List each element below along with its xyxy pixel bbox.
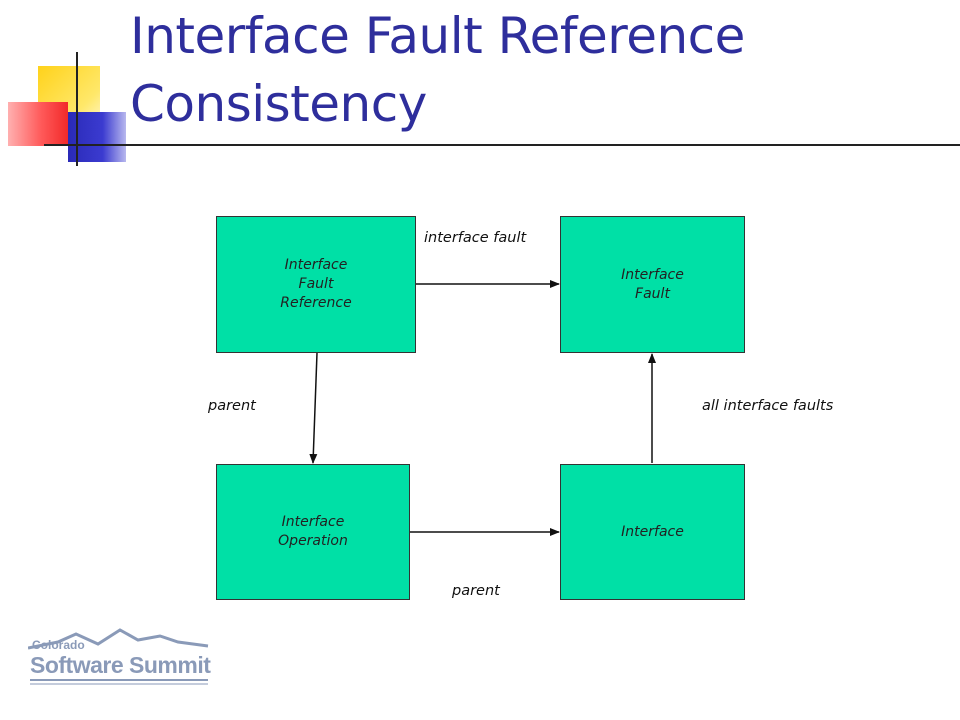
node-interface-operation: Interface Operation xyxy=(216,464,410,600)
edge-label-all-interface-faults: all interface faults xyxy=(702,398,834,414)
logo-colorado: Colorado xyxy=(32,638,85,652)
colorado-software-summit-logo: Colorado Software Summit xyxy=(28,628,212,690)
title-underline xyxy=(44,144,960,146)
decor-vertical-line xyxy=(76,52,78,166)
node-interface-fault: Interface Fault xyxy=(560,216,745,353)
edge-label-parent-left: parent xyxy=(208,398,256,414)
edge-parent-ifr-io xyxy=(309,352,318,464)
logo-software-summit: Software Summit xyxy=(30,652,211,678)
node-interface-fault-reference: Interface Fault Reference xyxy=(216,216,416,353)
node-interface: Interface xyxy=(560,464,745,600)
edge-label-parent-bottom: parent xyxy=(452,583,500,599)
slide-title: Interface Fault Reference Consistency xyxy=(130,7,745,133)
mountain-icon xyxy=(28,628,209,685)
edge-label-interface-fault: interface fault xyxy=(424,230,527,246)
decor-red-square xyxy=(8,102,68,146)
